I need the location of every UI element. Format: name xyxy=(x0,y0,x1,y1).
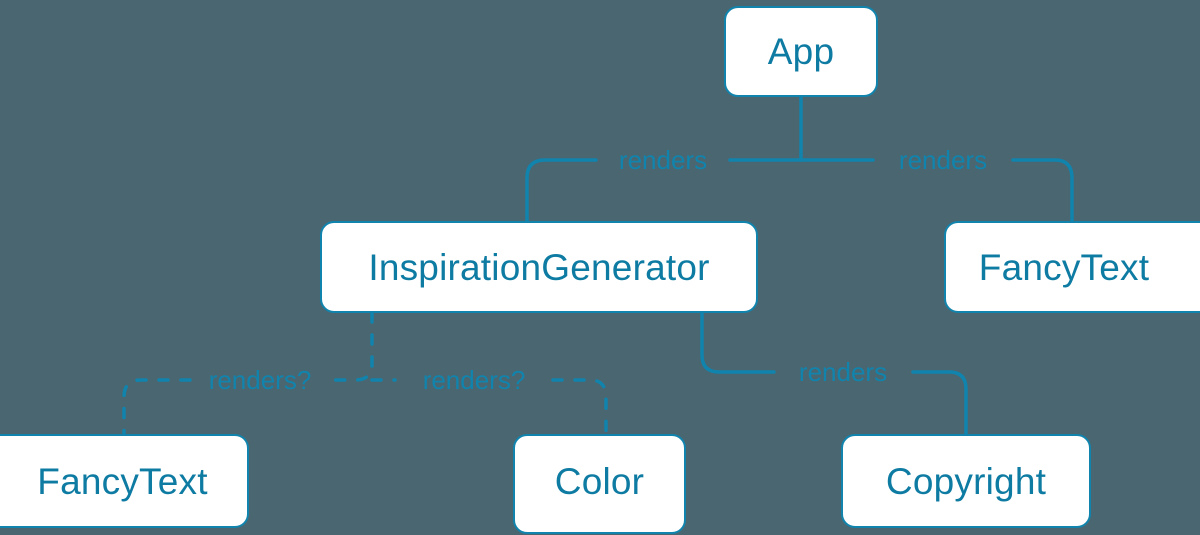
node-inspiration-generator-label: InspirationGenerator xyxy=(368,246,710,288)
edge-label-app-inspiration: renders xyxy=(618,145,708,175)
edge-inspiration-copyright xyxy=(700,311,776,374)
edge-app-fancytext-2 xyxy=(1011,158,1074,223)
edge-inspiration-copyright-2 xyxy=(911,370,968,436)
edge-inspiration-fancytext-dashed-2 xyxy=(122,378,192,436)
edge-inspiration-fancytext-dashed xyxy=(328,311,374,382)
edge-label-inspiration-fancytext: renders? xyxy=(208,365,312,395)
edge-inspiration-color-dashed-2 xyxy=(551,378,608,436)
node-fancytext-left[interactable]: FancyText xyxy=(0,434,249,528)
node-app[interactable]: App xyxy=(724,6,878,97)
node-fancytext-right[interactable]: FancyText xyxy=(944,221,1200,313)
node-fancytext-right-label: FancyText xyxy=(978,246,1150,288)
edge-app-inspiration-2 xyxy=(525,158,598,223)
edge-label-inspiration-copyright: renders xyxy=(798,357,888,387)
node-color[interactable]: Color xyxy=(513,434,686,534)
node-color-label: Color xyxy=(554,460,645,502)
node-copyright-label: Copyright xyxy=(885,460,1047,502)
node-app-label: App xyxy=(767,31,835,72)
edge-label-app-fancytext: renders xyxy=(898,145,988,175)
node-copyright[interactable]: Copyright xyxy=(841,434,1091,528)
edge-label-inspiration-color: renders? xyxy=(422,365,526,395)
node-inspiration-generator[interactable]: InspirationGenerator xyxy=(320,221,758,313)
node-fancytext-left-label: FancyText xyxy=(37,460,208,502)
